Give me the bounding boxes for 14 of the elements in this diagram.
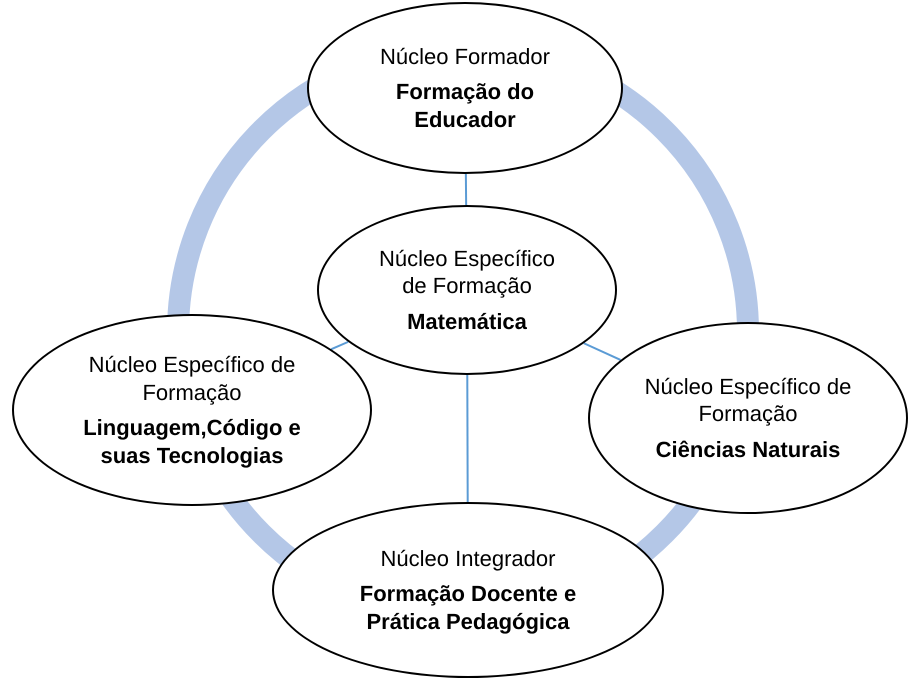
node-title: Formação do Educador [394,78,536,134]
connector-line [466,375,469,502]
connector-line [464,174,468,206]
node-heading: Núcleo Formador [380,42,550,70]
connector-line [584,342,621,361]
node-heading: Núcleo Específico de Formação [88,351,296,406]
node-title: Formação Docente e Prática Pedagógica [358,580,578,636]
node-heading: Núcleo Específico de Formação [378,244,556,300]
node-heading: Núcleo Integrador [380,544,556,572]
node-title: Ciências Naturais [656,436,840,464]
node-title: Matemática [407,308,527,336]
node-title: Linguagem,Código e suas Tecnologias [82,414,302,469]
connector-line [330,340,349,350]
node-heading: Núcleo Específico de Formação [644,372,852,428]
